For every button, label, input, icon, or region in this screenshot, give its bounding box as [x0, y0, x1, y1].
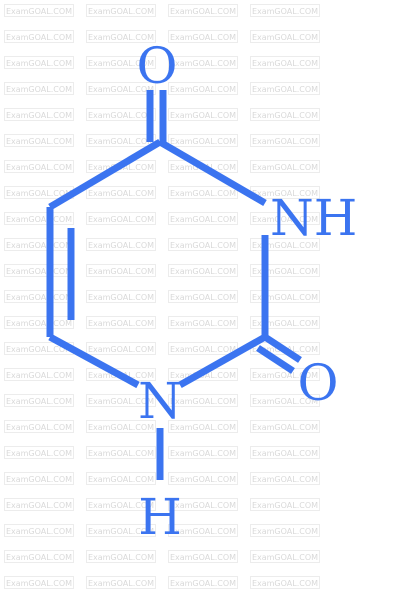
- atom-hydrogen-bottom: H: [138, 488, 182, 546]
- bond-n1-c2: [178, 333, 267, 389]
- atom-nitrogen-bottom: N: [138, 372, 182, 430]
- bond-c2-o-double-inner: [256, 345, 295, 374]
- atom-oxygen-right: O: [298, 354, 339, 412]
- atom-oxygen-top: O: [137, 37, 178, 95]
- bond-c2-o-double-outer: [263, 334, 302, 363]
- atom-nh-top-right: NH: [270, 189, 357, 247]
- bond-c4-c5: [48, 138, 162, 211]
- bond-c6-n1: [48, 333, 140, 389]
- bond-n3-c4: [158, 138, 267, 207]
